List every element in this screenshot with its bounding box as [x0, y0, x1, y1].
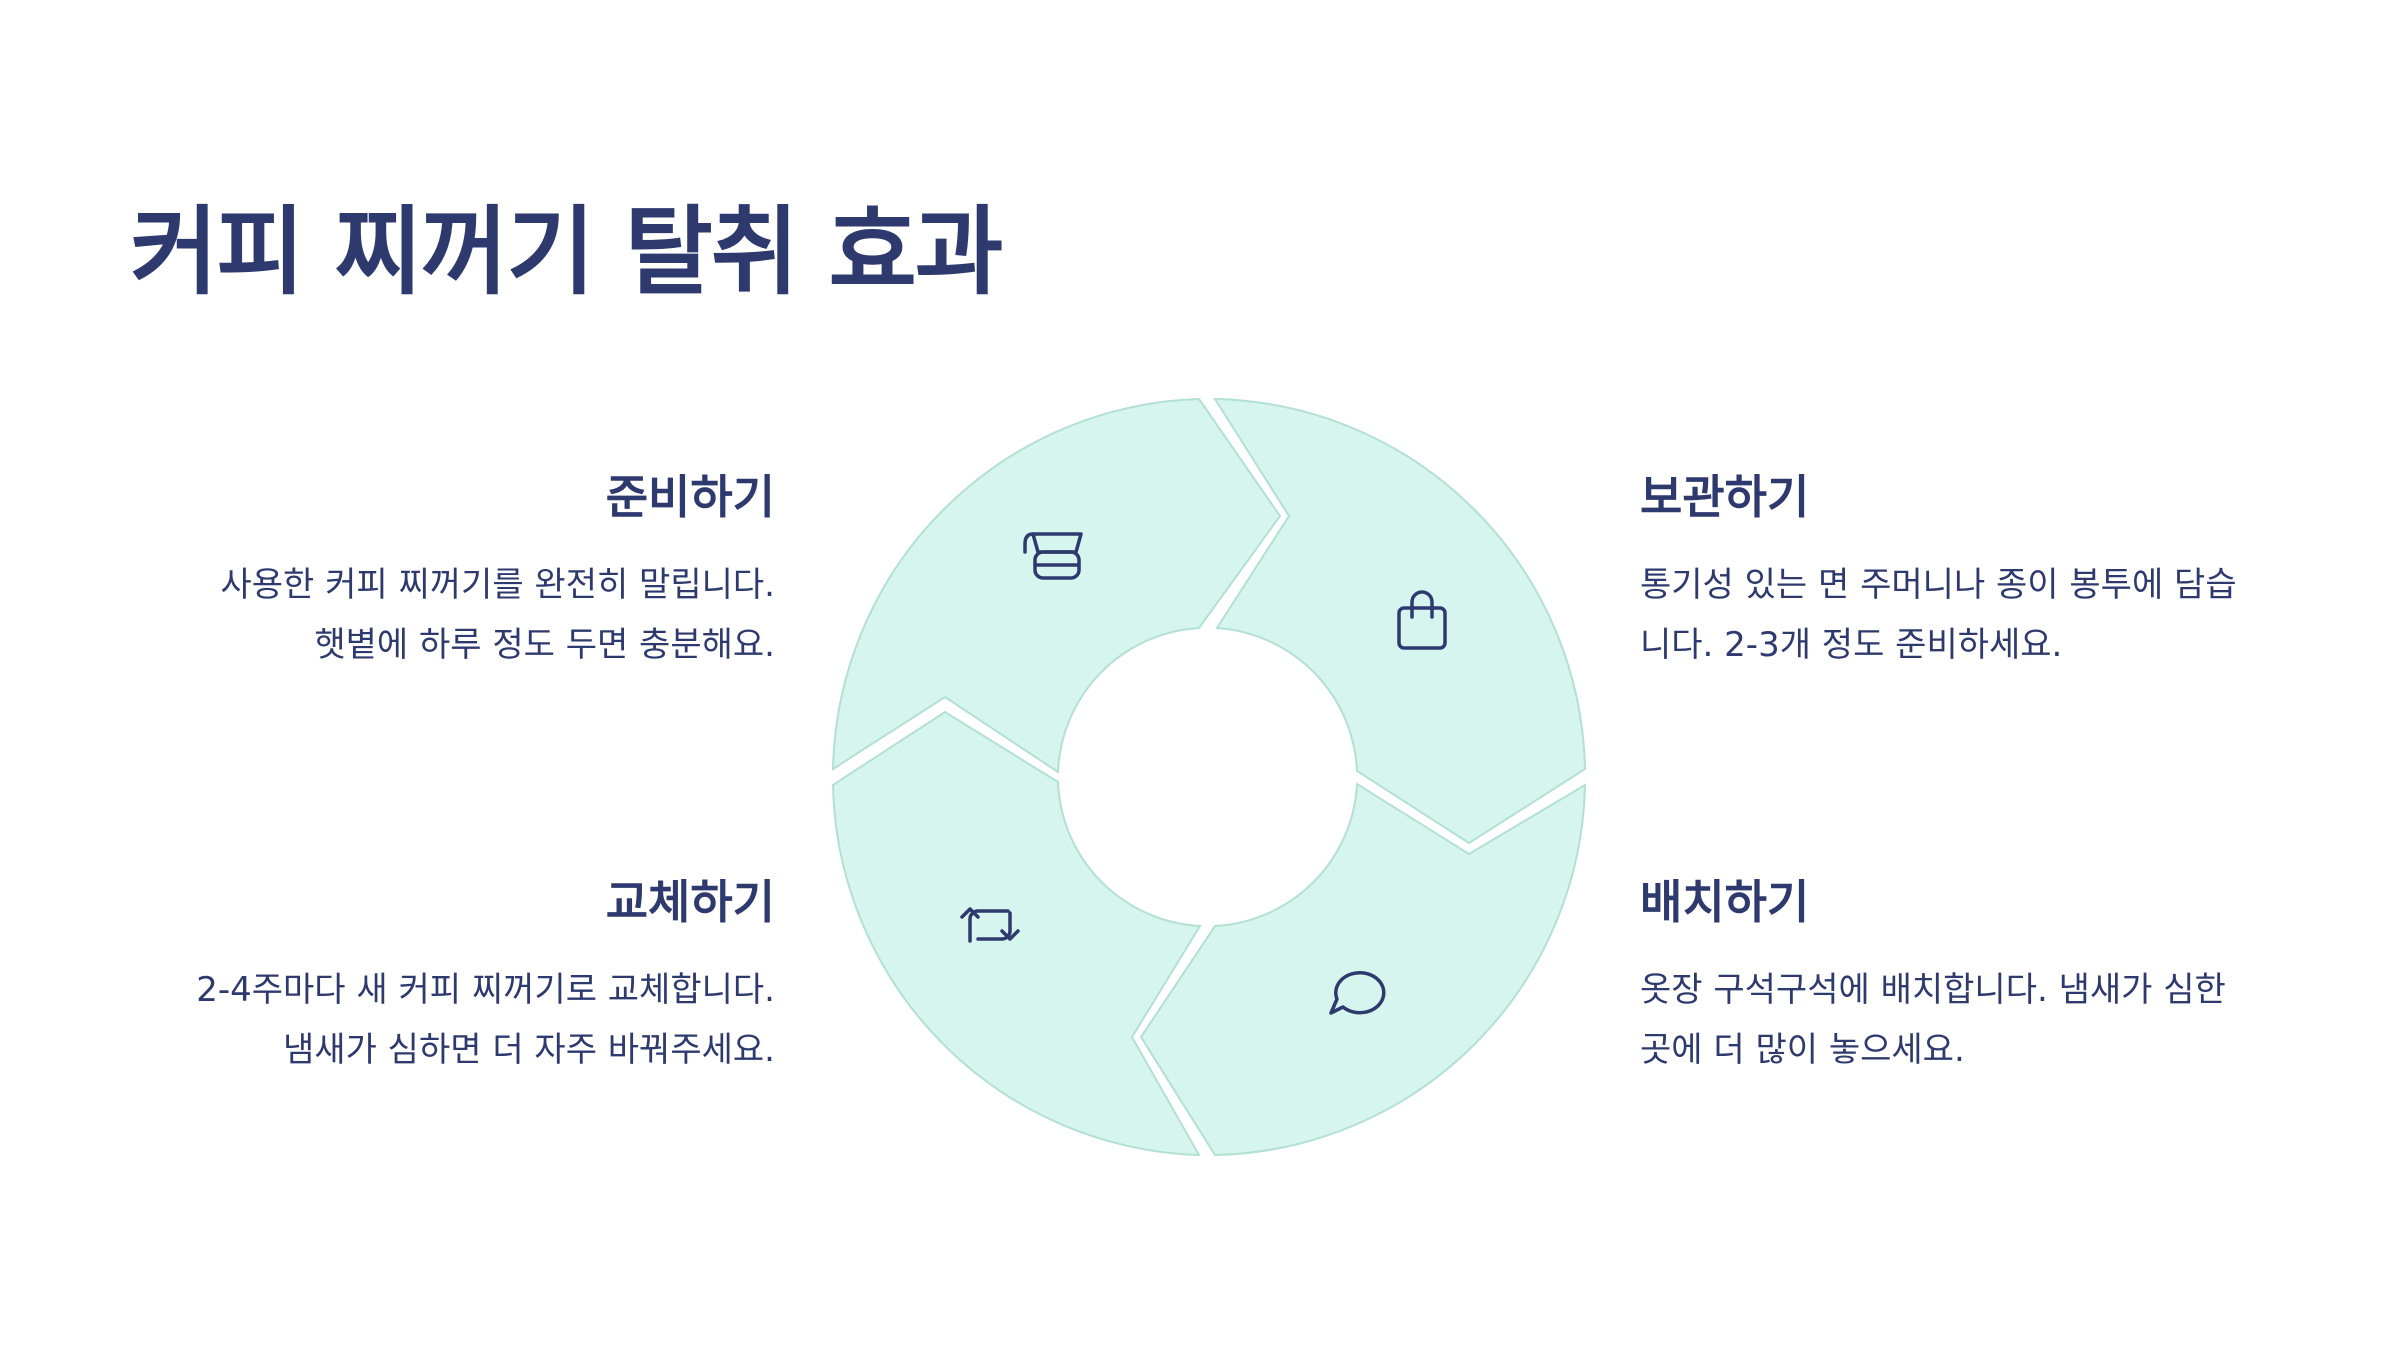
- segment-place: [1139, 782, 1587, 1157]
- chat-bubble-icon: [1329, 970, 1386, 1015]
- step-description: 옷장 구석구석에 배치합니다. 냄새가 심한 곳에 더 많이 놓으세요.: [1640, 960, 2340, 1080]
- step-place: 배치하기 옷장 구석구석에 배치합니다. 냄새가 심한 곳에 더 많이 놓으세요…: [1640, 875, 2340, 1080]
- step-store: 보관하기 통기성 있는 면 주머니나 종이 봉투에 담습 니다. 2-3개 정도…: [1640, 470, 2340, 675]
- page-title: 커피 찌꺼기 탈취 효과: [130, 196, 1003, 308]
- step-title: 교체하기: [605, 875, 775, 929]
- cycle-icons: [960, 532, 1447, 1015]
- step-description-line: 냄새가 심하면 더 자주 바꿔주세요.: [283, 1030, 775, 1071]
- step-title: 보관하기: [1640, 470, 1810, 524]
- cycle-segments: [831, 397, 1587, 1157]
- step-replace: 교체하기 2-4주마다 새 커피 찌꺼기로 교체합니다. 냄새가 심하면 더 자…: [75, 875, 775, 1080]
- step-description-line: 니다. 2-3개 정도 준비하세요.: [1640, 625, 2063, 666]
- step-description-line: 사용한 커피 찌꺼기를 완전히 말립니다.: [220, 565, 775, 606]
- step-description-line: 2-4주마다 새 커피 찌꺼기로 교체합니다.: [196, 970, 775, 1011]
- step-title: 준비하기: [605, 470, 775, 524]
- step-title: 배치하기: [1640, 875, 1810, 929]
- step-description-line: 곳에 더 많이 놓으세요.: [1640, 1030, 1965, 1071]
- step-description: 통기성 있는 면 주머니나 종이 봉투에 담습 니다. 2-3개 정도 준비하세…: [1640, 555, 2340, 675]
- repeat-icon: [960, 907, 1020, 943]
- coffee-pot-icon: [1023, 532, 1083, 580]
- segment-prepare: [831, 397, 1282, 774]
- step-description-line: 햇볕에 하루 정도 두면 충분해요.: [314, 625, 775, 666]
- step-description: 2-4주마다 새 커피 찌꺼기로 교체합니다. 냄새가 심하면 더 자주 바꿔주…: [75, 960, 775, 1080]
- shopping-bag-icon: [1397, 590, 1447, 650]
- step-description-line: 통기성 있는 면 주머니나 종이 봉투에 담습: [1640, 565, 2237, 606]
- step-description: 사용한 커피 찌꺼기를 완전히 말립니다. 햇볕에 하루 정도 두면 충분해요.: [75, 555, 775, 675]
- step-prepare: 준비하기 사용한 커피 찌꺼기를 완전히 말립니다. 햇볕에 하루 정도 두면 …: [75, 470, 775, 675]
- step-description-line: 옷장 구석구석에 배치합니다. 냄새가 심한: [1640, 970, 2226, 1011]
